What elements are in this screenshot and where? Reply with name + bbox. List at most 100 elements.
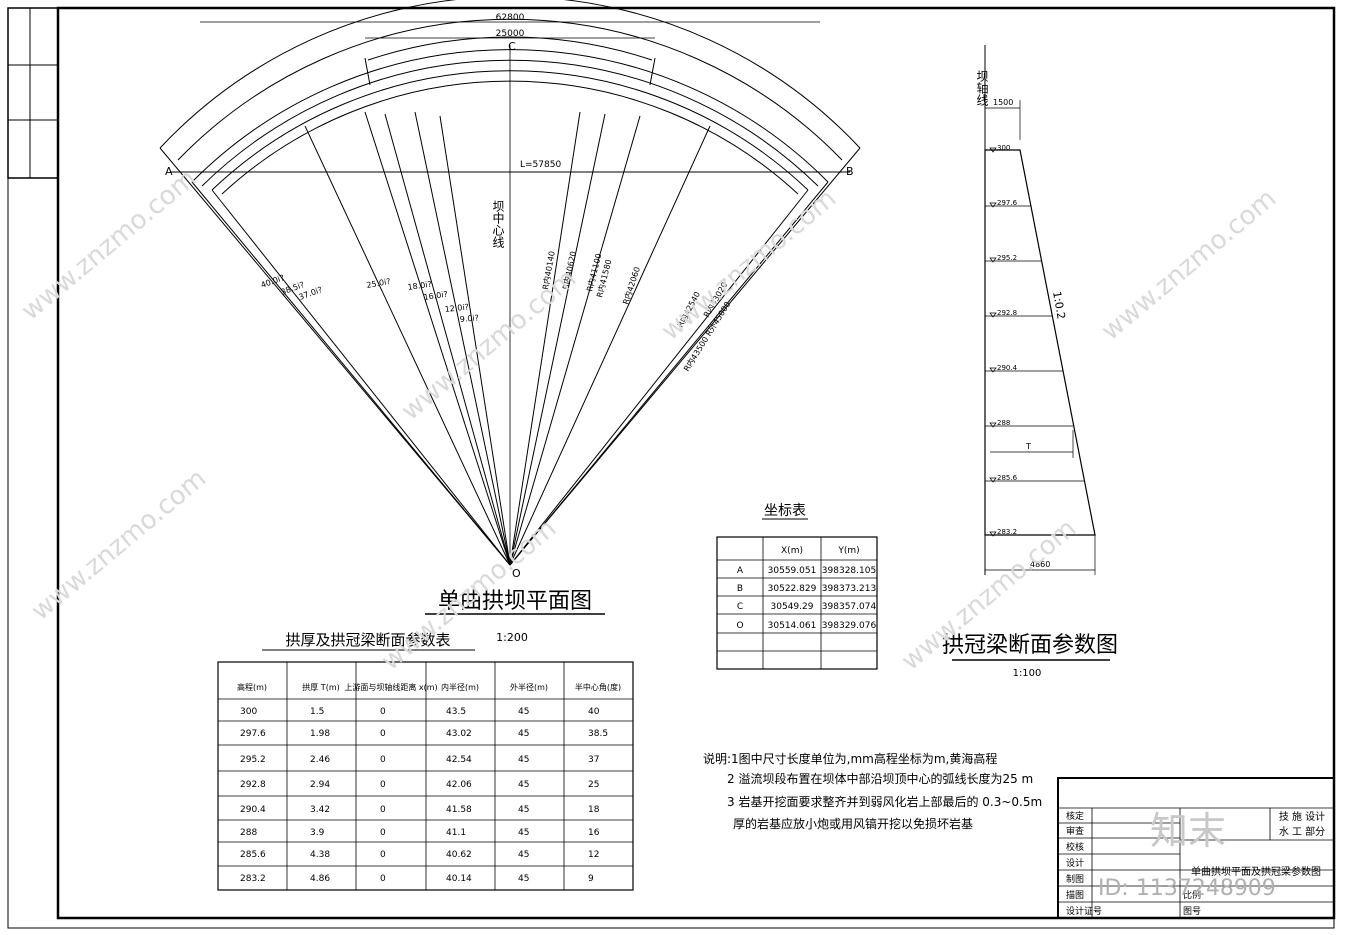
param-cell: 0: [380, 828, 386, 838]
param-cell: 40: [588, 707, 600, 717]
coord-header: Y(m): [837, 546, 859, 556]
title-block-role: 制图: [1066, 873, 1084, 885]
section-title: 拱冠梁断面参数图: [942, 633, 1118, 658]
param-cell: 2.94: [310, 780, 330, 790]
coord-cell: 30559.051: [768, 566, 817, 576]
param-cell: 3.42: [310, 805, 330, 815]
spillway-arc: [367, 36, 653, 61]
param-cell: 295.2: [240, 755, 266, 765]
coord-cell: A: [737, 566, 744, 576]
outer-frame: [7, 7, 1335, 929]
drawing-no-label: 图号: [1183, 906, 1201, 917]
title-block-role: 描图: [1066, 889, 1084, 901]
param-cell: 0: [380, 874, 386, 884]
scale-label: 比例: [1183, 889, 1201, 901]
param-cell: 40.62: [446, 850, 472, 860]
param-header: 拱厚 T(m): [302, 682, 339, 692]
param-cell: 45: [518, 805, 529, 815]
bottom-width-label: 4860: [1030, 560, 1050, 569]
center-axis-label: 坝中心线: [491, 200, 505, 248]
coord-cell: 398328.105: [822, 566, 876, 576]
param-cell: 4.38: [310, 850, 330, 860]
coord-cell: C: [737, 602, 743, 612]
angle-label: 9.0i?: [459, 313, 479, 324]
point-c-label: C: [508, 40, 516, 53]
param-cell: 37: [588, 755, 599, 765]
coord-cell: B: [737, 584, 743, 594]
param-header: 上游面与坝轴线距离 x(m): [344, 682, 437, 692]
coord-table-title: 坐标表: [764, 503, 806, 519]
param-cell: 292.8: [240, 780, 266, 790]
arc-outer-2: [177, 18, 843, 161]
note-line: 2 溢流坝段布置在坝体中部沿坝顶中心的弧线长度为25 m: [727, 771, 1033, 786]
point-b-label: B: [846, 165, 854, 178]
angle-label: 25.0i?: [366, 277, 391, 290]
watermark-id: ID: 1137248909: [1098, 876, 1276, 901]
dim-inner-label: 25000: [496, 29, 525, 39]
coord-cell: O: [736, 621, 743, 631]
radius-label: R内42540: [675, 290, 702, 329]
title-block-role: 审查: [1066, 825, 1084, 837]
note-line: 厚的岩基应放小炮或用风镐开挖以免损坏岩基: [733, 816, 973, 831]
param-cell: 0: [380, 729, 386, 739]
param-cell: 0: [380, 755, 386, 765]
coord-cell: 398373.213: [822, 584, 876, 594]
radius-label: R内40140: [540, 250, 557, 290]
param-cell: 9: [588, 874, 594, 884]
param-cell: 0: [380, 780, 386, 790]
radius-label: R内40620: [560, 250, 578, 290]
param-cell: 45: [518, 780, 529, 790]
param-table-scale: 1:200: [496, 631, 528, 644]
param-cell: 12: [588, 850, 599, 860]
coord-cell: 30549.29: [771, 602, 814, 612]
design-notes: 说明:1图中尺寸长度单位为,mm高程坐标为m,黄海高程 2 溢流坝段布置在坝体中…: [703, 751, 1042, 831]
param-cell: 16: [588, 828, 600, 838]
param-cell: 0: [380, 850, 386, 860]
elevation-label: 297.6: [997, 199, 1018, 207]
elevation-label: 295.2: [997, 254, 1017, 262]
thickness-label: T: [1025, 442, 1031, 451]
param-cell: 2.46: [310, 755, 330, 765]
param-cell: 4.86: [310, 874, 330, 884]
param-cell: 297.6: [240, 729, 266, 739]
param-cell: 0: [380, 805, 386, 815]
slope-label: 1:0.2: [1050, 290, 1068, 320]
param-cell: 0: [380, 707, 386, 717]
coord-cell: 398357.074: [822, 602, 877, 612]
param-cell: 45: [518, 707, 529, 717]
point-a-label: A: [165, 165, 173, 178]
elevation-label: 290.4: [997, 364, 1018, 372]
param-cell: 41.58: [446, 805, 472, 815]
param-header: 外半径(m): [510, 682, 548, 692]
org-line-1: 技 施 设计: [1279, 810, 1325, 823]
radius-labels: R内40140 R内40620 R内41100 R内41580 R内42060 …: [540, 250, 732, 373]
param-cell: 45: [518, 828, 529, 838]
param-cell: 45: [518, 850, 529, 860]
arch-parameter-table: 拱厚及拱冠梁断面参数表 1:200 高程(m)拱厚 T(m)上游面与坝轴线距离 …: [217, 631, 634, 891]
drawing-name: 单曲拱坝平面及拱冠梁参数图: [1191, 865, 1321, 878]
param-cell: 45: [518, 874, 529, 884]
radial-lines: [159, 111, 861, 566]
angle-label: 18.0i?: [407, 280, 432, 292]
crown-cantilever-section: 坝轴线 1500 300 297.6 295.2 292.8 290.4 288…: [942, 45, 1118, 679]
param-cell: 25: [588, 780, 599, 790]
param-cell: 43.5: [446, 707, 466, 717]
param-header: 高程(m): [237, 682, 267, 692]
param-cell: 283.2: [240, 874, 266, 884]
note-line: 3 岩基开挖面要求整齐并到弱风化岩上部最后的 0.3~0.5m: [727, 794, 1042, 809]
param-cell: 40.14: [446, 874, 472, 884]
elevation-label: 283.2: [997, 528, 1017, 536]
elevation-label: 285.6: [997, 474, 1018, 482]
spillway-marks: [364, 57, 656, 86]
param-header: 半中心角(度): [575, 682, 621, 692]
title-block-role: 设计证号: [1066, 905, 1102, 917]
elevation-label: 292.8: [997, 309, 1017, 317]
radius-label: R内42060: [620, 265, 642, 305]
param-cell: 300: [240, 707, 257, 717]
angle-label: 16.0i?: [423, 290, 448, 302]
param-cell: 290.4: [240, 805, 266, 815]
arch-plan-view: 62800 25000 C A B O L=57850 坝中心线 40.0i? …: [159, 0, 861, 615]
title-block-role: 设计: [1066, 857, 1084, 869]
